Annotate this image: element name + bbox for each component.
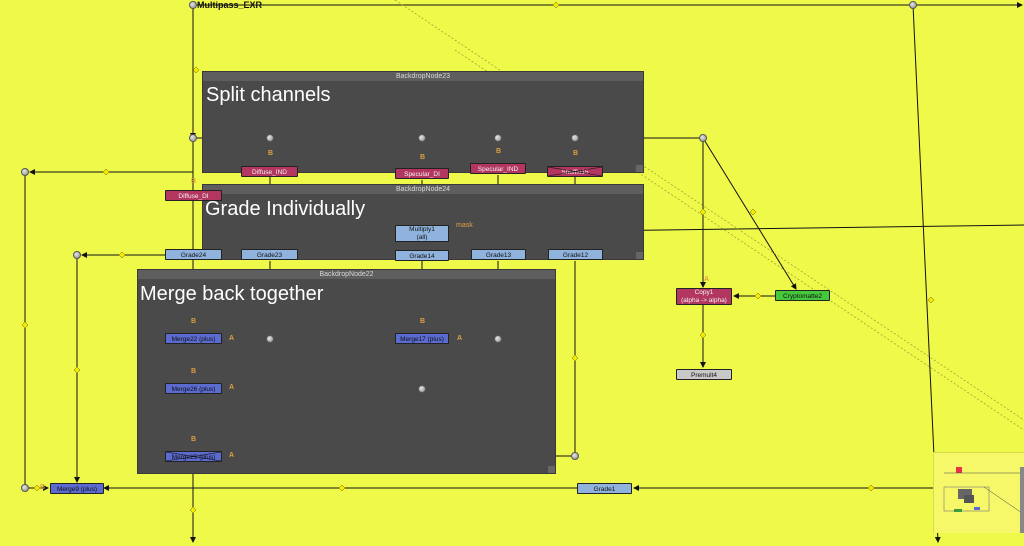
backdrop-resize-handle[interactable] (636, 252, 643, 259)
copy-node-label: Copy1 (694, 289, 714, 296)
backdrop-title: BackdropNode23 (203, 72, 643, 81)
input-tag-a: A (229, 384, 235, 391)
merge-node-22[interactable]: Merge22 (plus) (165, 333, 222, 344)
grade-node-14[interactable]: Grade14 (395, 250, 449, 261)
grade-node-13[interactable]: Grade13 (471, 249, 526, 260)
copy-node[interactable]: Copy1 (alpha -> alpha) (676, 288, 732, 305)
grade-node-23[interactable]: Grade23 (241, 249, 298, 260)
graph-minimap[interactable] (933, 452, 1024, 533)
copy-node-channels: (alpha -> alpha) (681, 297, 727, 304)
dot-node[interactable] (418, 385, 426, 393)
grade-node-24[interactable]: Grade24 (165, 249, 222, 260)
shuffle-node-diffuse-di[interactable]: Diffuse_DI (165, 190, 222, 201)
input-tag-b: B (268, 150, 274, 157)
minimap-overview (943, 467, 1024, 533)
read-node-label[interactable]: Multipass_EXR (197, 0, 263, 10)
dot-node[interactable] (571, 134, 579, 142)
cryptomatte-node[interactable]: Cryptomatte2 (775, 290, 830, 301)
dot-node[interactable] (494, 134, 502, 142)
backdrop-split-channels[interactable]: BackdropNode23 Split channels (202, 71, 644, 173)
input-tag-b: B (191, 436, 197, 443)
dot-node[interactable] (699, 134, 707, 142)
backdrop-resize-handle[interactable] (548, 466, 555, 473)
grade-node-12[interactable]: Grade12 (548, 249, 603, 260)
input-tag-a: A (229, 452, 235, 459)
backdrop-merge-back-together[interactable]: BackdropNode22 Merge back together (137, 269, 556, 474)
dot-node[interactable] (21, 168, 29, 176)
input-tag-b: B (191, 318, 197, 325)
dot-node[interactable] (73, 251, 81, 259)
input-tag-b: B (191, 178, 197, 185)
input-tag-a: A (229, 335, 235, 342)
input-tag-b: B (40, 484, 46, 491)
shuffle-node-disabled[interactable]: Shuffle15 (547, 166, 603, 177)
dot-node[interactable] (571, 452, 579, 460)
dot-node[interactable] (189, 1, 197, 9)
merge-node-26[interactable]: Merge26 (plus) (165, 383, 222, 394)
input-tag-b: B (496, 148, 502, 155)
backdrop-resize-handle[interactable] (636, 165, 643, 172)
dot-node[interactable] (418, 134, 426, 142)
backdrop-title: BackdropNode22 (138, 270, 555, 279)
backdrop-title: BackdropNode24 (203, 185, 643, 194)
dot-node[interactable] (21, 484, 29, 492)
dot-node[interactable] (189, 134, 197, 142)
multiply-node-channels: (all) (416, 234, 428, 241)
shuffle-node-specular-di[interactable]: Specular_DI (395, 168, 449, 179)
backdrop-label: Grade Individually (205, 198, 366, 220)
backdrop-label: Split channels (206, 84, 331, 106)
shuffle-node-specular-ind[interactable]: Specular_IND (470, 163, 526, 174)
merge-node-disabled[interactable]: Merge25 (plus) (165, 451, 222, 462)
input-tag-a: A (457, 335, 463, 342)
dot-node[interactable] (494, 335, 502, 343)
input-tag-mask: mask (456, 222, 473, 229)
premult-node[interactable]: Premult4 (676, 369, 732, 380)
input-tag-b: B (420, 318, 426, 325)
merge-node-17[interactable]: Merge17 (plus) (395, 333, 449, 344)
merge-node-9[interactable]: Merge9 (plus) (50, 483, 104, 494)
backdrop-label: Merge back together (140, 283, 324, 305)
input-tag-a: A (704, 276, 710, 283)
input-tag-b: B (573, 150, 579, 157)
multiply-node-label: Multiply1 (409, 226, 435, 233)
multiply-node[interactable]: Multiply1 (all) (395, 225, 449, 242)
shuffle-node-diffuse-ind[interactable]: Diffuse_IND (241, 166, 298, 177)
dot-node[interactable] (266, 335, 274, 343)
grade-node-1[interactable]: Grade1 (577, 483, 632, 494)
input-tag-b: B (420, 154, 426, 161)
dot-node[interactable] (266, 134, 274, 142)
dot-node[interactable] (909, 1, 917, 9)
input-tag-b: B (191, 368, 197, 375)
